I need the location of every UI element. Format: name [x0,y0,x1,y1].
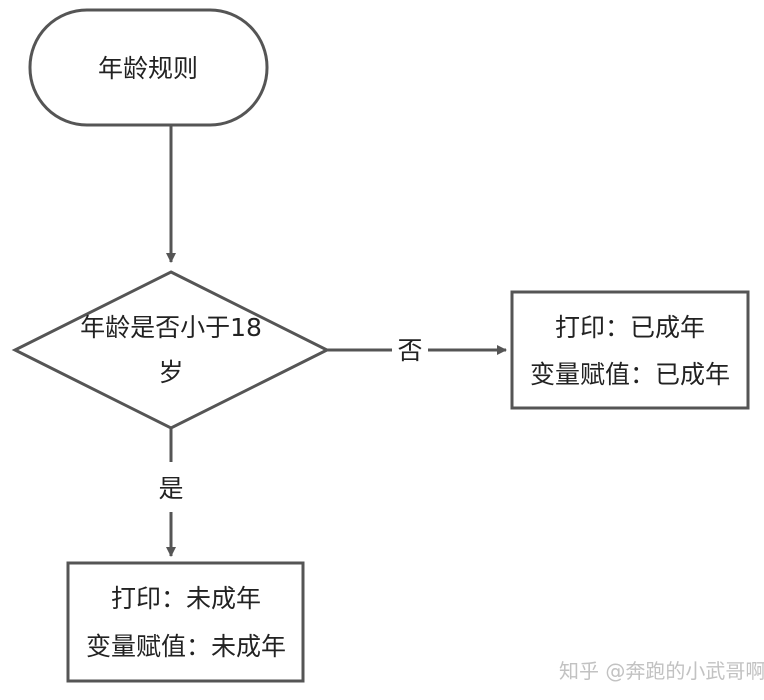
start-node: 年龄规则 [28,8,269,127]
edge-label-yes: 是 [158,474,183,503]
start-node-label: 年龄规则 [98,54,198,83]
decision-node: 年龄是否小于18 岁 [11,270,331,430]
no-branch-node-shape [510,290,750,410]
yes-branch-label-line1: 打印：未成年 [111,584,261,613]
edge-label-no: 否 [397,336,422,365]
yes-branch-label-line2: 变量赋值：未成年 [86,632,286,661]
yes-branch-node-shape [66,561,305,683]
decision-node-shape [11,270,331,430]
decision-node-label-line1: 年龄是否小于18 [80,313,262,342]
decision-node-label-line2: 岁 [158,358,183,387]
yes-branch-node: 打印：未成年 变量赋值：未成年 [66,561,305,683]
no-branch-label-line2: 变量赋值：已成年 [530,360,730,389]
no-branch-label-line1: 打印：已成年 [555,313,705,342]
watermark-text: 知乎 @奔跑的小武哥啊 [559,659,764,683]
start-node-shape [28,8,269,127]
no-branch-node: 打印：已成年 变量赋值：已成年 [510,290,750,410]
